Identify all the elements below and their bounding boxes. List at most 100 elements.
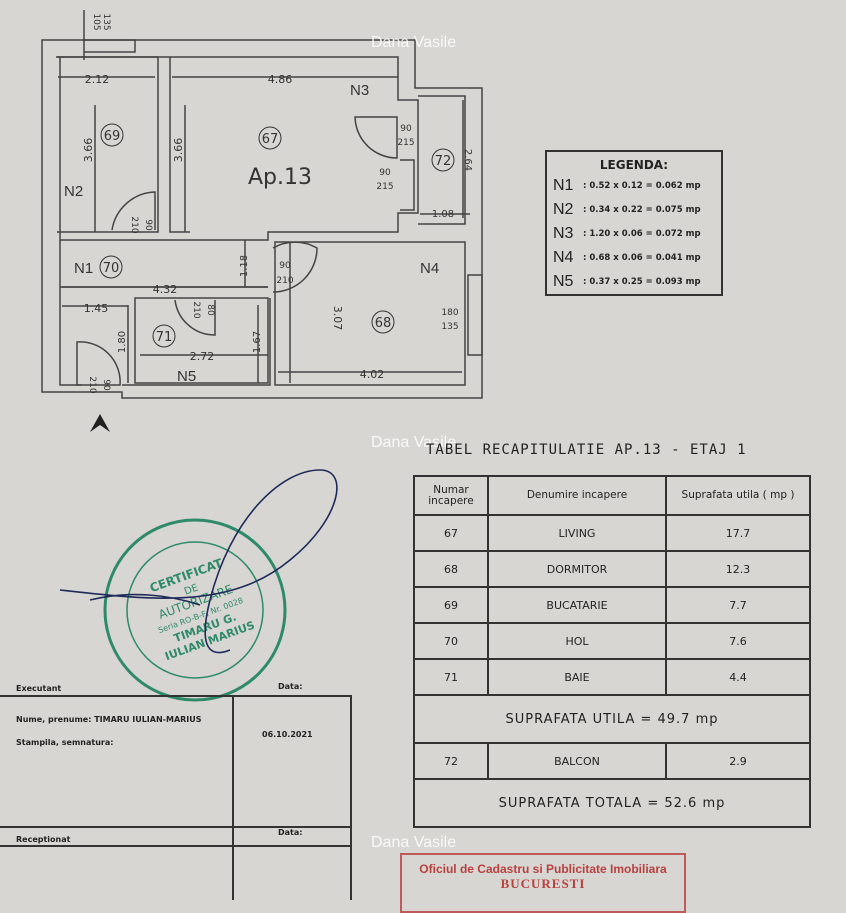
header-cell: Numar incapere <box>413 475 489 516</box>
dim-label: 4.86 <box>268 73 293 86</box>
dim-label: 1.67 <box>252 331 263 353</box>
door-label: 90 <box>101 379 111 391</box>
cell: DORMITOR <box>487 550 667 588</box>
cell: LIVING <box>487 514 667 552</box>
cell: 72 <box>413 742 489 780</box>
stamp-signature-label: Stampila, semnatura: <box>16 738 114 747</box>
watermark: Dana Vasile <box>371 434 457 451</box>
door-label: 215 <box>397 138 414 148</box>
cell: SUPRAFATA TOTALA = 52.6 mp <box>413 778 811 828</box>
room-number: 70 <box>103 261 120 276</box>
cell: HOL <box>487 622 667 660</box>
door-label: 210 <box>87 376 97 393</box>
legend-item: N4 : 0.68 x 0.06 = 0.041 mp <box>553 246 715 270</box>
date-label: Data: <box>278 682 303 691</box>
legend-value: : 1.20 x 0.06 = 0.072 mp <box>583 229 701 239</box>
cell: 12.3 <box>665 550 811 588</box>
cell: BALCON <box>487 742 667 780</box>
dim-label: 1.80 <box>117 331 128 353</box>
dim-label: 1.45 <box>84 302 109 315</box>
dim-label: 3.07 <box>331 306 344 331</box>
cell: 70 <box>413 622 489 660</box>
window-label: 135 <box>441 322 458 332</box>
legend-key: N4 <box>553 249 574 266</box>
north-arrow-icon <box>90 414 110 432</box>
cell: 7.6 <box>665 622 811 660</box>
cell: BAIE <box>487 658 667 696</box>
ocpi-line2: BUCURESTI <box>500 876 586 891</box>
legend-value: : 0.52 x 0.12 = 0.062 mp <box>583 181 701 191</box>
legend-value: : 0.34 x 0.22 = 0.075 mp <box>583 205 701 215</box>
legend-key: N1 <box>553 177 574 194</box>
apartment-title: Ap.13 <box>248 165 312 190</box>
cell: BUCATARIE <box>487 586 667 624</box>
table-header: Numar incapere Denumire incapere Suprafa… <box>413 475 811 516</box>
stamp-text: DE <box>183 583 200 598</box>
watermark: Dana Vasile <box>371 34 457 51</box>
room-number: 68 <box>375 316 392 331</box>
cell: 2.9 <box>665 742 811 780</box>
niche-label: N4 <box>420 260 439 277</box>
cell: 68 <box>413 550 489 588</box>
legend-value: : 0.37 x 0.25 = 0.093 mp <box>583 277 701 287</box>
door-label: 90 <box>379 168 391 178</box>
window-label: 135 <box>101 13 111 30</box>
legend: LEGENDA: N1 : 0.52 x 0.12 = 0.062 mp N2 : … <box>545 150 723 296</box>
total-row: SUPRAFATA TOTALA = 52.6 mp <box>413 778 811 828</box>
receptionat-label: Receptionat <box>16 835 71 844</box>
niche-label: N3 <box>350 82 369 99</box>
room-number: 72 <box>435 154 452 169</box>
dim-label: 4.02 <box>360 368 385 381</box>
door-label: 90 <box>400 124 412 134</box>
legend-item: N5 : 0.37 x 0.25 = 0.093 mp <box>553 270 715 294</box>
door-label: 210 <box>129 216 139 233</box>
executant-block: Executant Data: Nume, prenume: TIMARU IU… <box>0 682 352 900</box>
legend-item: N3 : 1.20 x 0.06 = 0.072 mp <box>553 222 715 246</box>
cell: 4.4 <box>665 658 811 696</box>
table-title: TABEL RECAPITULATIE AP.13 - ETAJ 1 <box>426 442 747 458</box>
total-utila-row: SUPRAFATA UTILA = 49.7 mp <box>413 694 811 744</box>
executant-label: Executant <box>16 684 62 693</box>
cell: SUPRAFATA UTILA = 49.7 mp <box>413 694 811 744</box>
legend-item: N1 : 0.52 x 0.12 = 0.062 mp <box>553 174 715 198</box>
door-label: 210 <box>191 301 201 318</box>
room-number: 67 <box>262 132 279 147</box>
date-label: Data: <box>278 828 303 837</box>
legend-title: LEGENDA: <box>599 158 669 172</box>
executant-name: Nume, prenume: TIMARU IULIAN-MARIUS <box>16 715 202 724</box>
legend-item: N2 : 0.34 x 0.22 = 0.075 mp <box>553 198 715 222</box>
watermark: Dana Vasile <box>371 834 457 851</box>
niche-label: N5 <box>177 368 196 385</box>
dim-label: 1.08 <box>432 209 454 220</box>
legend-key: N5 <box>553 273 574 290</box>
legend-value: : 0.68 x 0.06 = 0.041 mp <box>583 253 701 263</box>
header-cell: Denumire incapere <box>487 475 667 516</box>
dim-label: 3.66 <box>172 138 185 163</box>
cell: 7.7 <box>665 586 811 624</box>
signature <box>59 469 338 654</box>
legend-key: N2 <box>553 201 574 218</box>
cell: 67 <box>413 514 489 552</box>
dim-label: 1.18 <box>239 255 250 277</box>
ocpi-line1: Oficiul de Cadastru si Publicitate Imobi… <box>419 862 667 876</box>
window-label: 105 <box>91 13 101 30</box>
door-label: 215 <box>376 182 393 192</box>
legend-key: N3 <box>553 225 574 242</box>
summary-table: Numar incapere Denumire incapere Suprafa… <box>413 475 811 828</box>
niche-label: N1 <box>74 260 93 277</box>
door-label: 90 <box>279 261 291 271</box>
executant-date: 06.10.2021 <box>262 730 313 739</box>
dim-label: 2.72 <box>190 350 215 363</box>
authorization-stamp: CERTIFICAT DE AUTORIZARE Seria RO-B-F, N… <box>103 518 287 702</box>
niche-label: N2 <box>64 183 83 200</box>
dim-label: 3.66 <box>82 138 95 163</box>
cell: 69 <box>413 586 489 624</box>
dim-label: 2.64 <box>462 149 473 171</box>
